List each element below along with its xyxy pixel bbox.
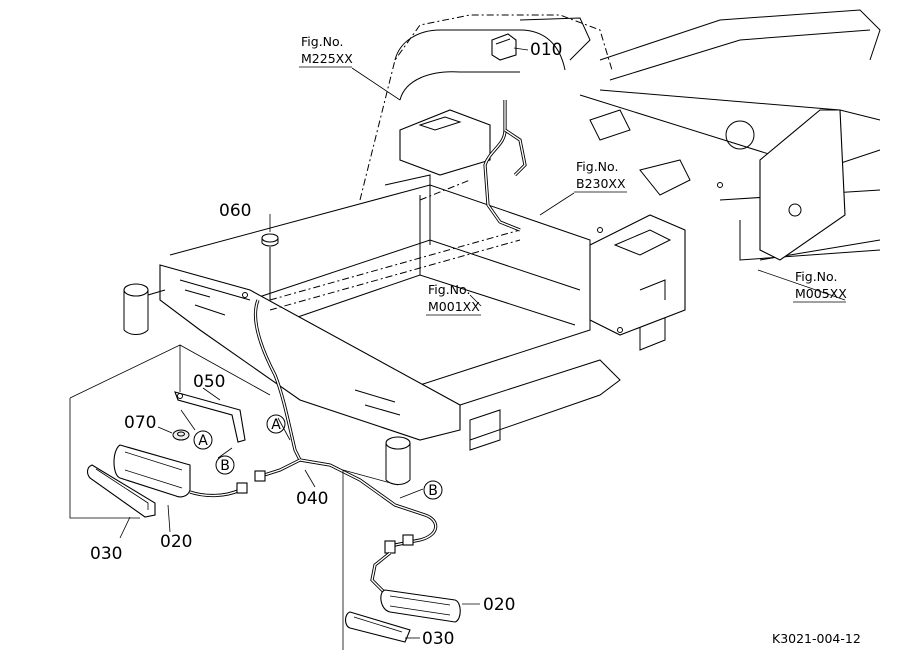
part-label-010[interactable]: 010	[530, 40, 562, 60]
exploded-view-leader-lines	[69, 344, 399, 650]
label-leader-lines	[119, 47, 846, 639]
fig-ref-b230-prefix: Fig.No.	[576, 159, 618, 174]
part-label-030-left[interactable]: 030	[90, 544, 122, 564]
fig-ref-m001-code: M001XX	[428, 299, 480, 314]
fig-ref-m005-prefix: Fig.No.	[795, 269, 837, 284]
part-label-050[interactable]: 050	[193, 372, 225, 392]
part-label-040[interactable]: 040	[296, 489, 328, 509]
part-label-030-right[interactable]: 030	[422, 629, 454, 649]
fig-ref-b230[interactable]: Fig.No. B230XX	[574, 159, 627, 193]
wire-harness-040	[253, 299, 438, 595]
fig-ref-m005-code: M005XX	[795, 286, 847, 301]
connector-label-a-lower: A	[198, 433, 208, 449]
part-label-070[interactable]: 070	[124, 413, 156, 433]
connector-label-b-left: B	[220, 458, 230, 474]
fig-ref-m225[interactable]: Fig.No. M225XX	[299, 34, 353, 68]
part-label-020-left[interactable]: 020	[160, 532, 192, 552]
bolt-part-060	[261, 233, 279, 300]
drawing-code: K3021-004-12	[772, 631, 861, 646]
connector-marker-b-right: B	[423, 480, 443, 500]
lamp-assembly-left	[87, 391, 248, 518]
tractor-frame-drawing	[123, 9, 881, 485]
fig-ref-m005[interactable]: Fig.No. M005XX	[793, 269, 847, 303]
switch-part-010	[483, 33, 527, 232]
fig-ref-m001[interactable]: Fig.No. M001XX	[426, 282, 481, 316]
fig-ref-b230-code: B230XX	[576, 176, 626, 191]
part-label-020-right[interactable]: 020	[483, 595, 515, 615]
lamp-assembly-right	[344, 589, 461, 643]
connector-label-a-upper: A	[271, 417, 281, 433]
connector-marker-b-left: B	[215, 455, 235, 475]
part-label-060[interactable]: 060	[219, 201, 251, 221]
connector-marker-a-lower: A	[193, 430, 213, 450]
fig-ref-m225-code: M225XX	[301, 51, 353, 66]
connector-marker-a-upper: A	[266, 414, 286, 434]
connector-label-b-right: B	[428, 483, 438, 499]
fig-ref-m225-prefix: Fig.No.	[301, 34, 343, 49]
fig-ref-m001-prefix: Fig.No.	[428, 282, 470, 297]
